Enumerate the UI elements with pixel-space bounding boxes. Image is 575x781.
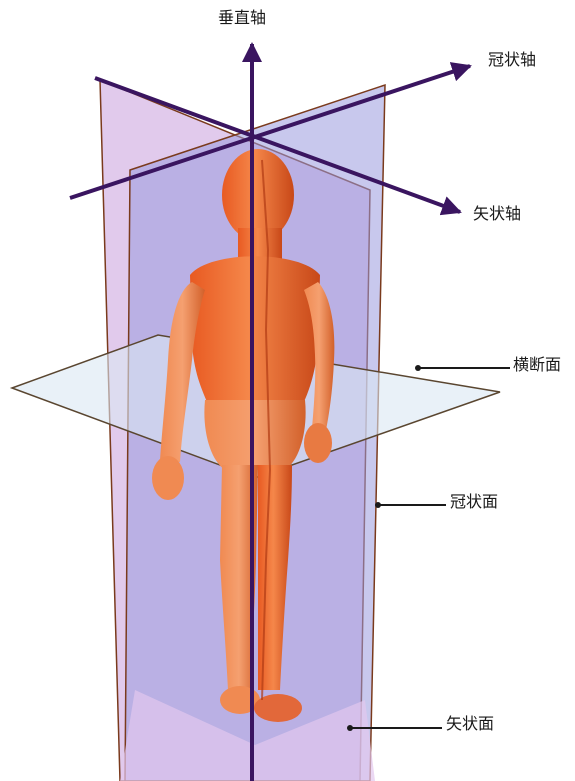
transverse-plane-label: 横断面 [513, 357, 561, 373]
figure-left-hand [152, 456, 184, 500]
sagittal-axis-label: 矢状轴 [473, 206, 521, 222]
figure-head [222, 149, 294, 241]
coronal-plane-leader-dot [375, 502, 381, 508]
sagittal-plane-leader-dot [347, 725, 353, 731]
coronal-axis-label: 冠状轴 [488, 52, 536, 68]
transverse-plane-leader-dot [415, 365, 421, 371]
figure-pelvis [204, 400, 305, 470]
coronal-plane-label: 冠状面 [450, 494, 498, 510]
sagittal-plane-label: 矢状面 [446, 716, 494, 732]
figure-right-hand [304, 423, 332, 463]
vertical-axis-label: 垂直轴 [218, 10, 266, 26]
figure-torso [190, 256, 320, 410]
